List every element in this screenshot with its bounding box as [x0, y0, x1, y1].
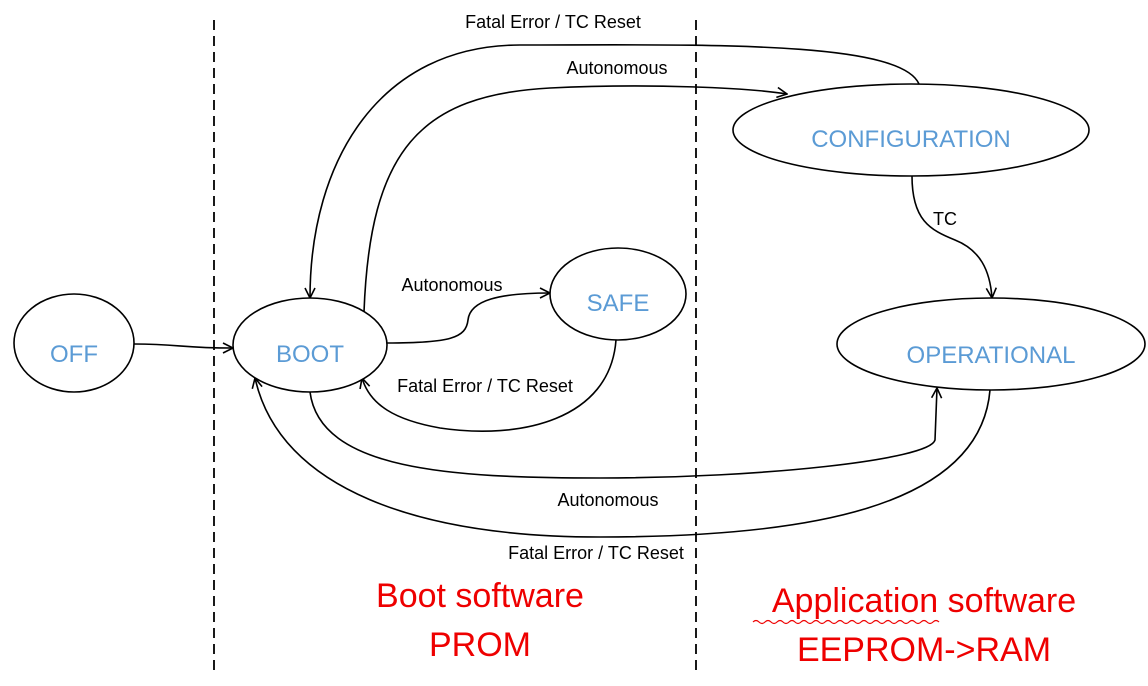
state-boot-label: BOOT [276, 341, 344, 368]
edge-operational-to-boot [255, 378, 991, 538]
state-operational: OPERATIONAL [836, 297, 1146, 391]
edge-label-operational-to-boot: Fatal Error / TC Reset [508, 543, 684, 563]
state-configuration-label: CONFIGURATION [811, 126, 1011, 153]
state-boot: BOOT [232, 297, 388, 393]
state-safe: SAFE [549, 247, 687, 341]
region-boot-subtitle: PROM [429, 626, 531, 664]
edge-label-safe-to-boot: Fatal Error / TC Reset [397, 376, 573, 396]
edge-label-boot-to-safe: Autonomous [401, 275, 502, 295]
state-off: OFF [13, 293, 135, 393]
edge-config-to-operational [911, 175, 992, 298]
region-app-title: Application software [772, 582, 1076, 620]
edge-boot-to-safe [386, 293, 550, 344]
state-configuration: CONFIGURATION [732, 83, 1090, 177]
edge-safe-to-boot [362, 339, 617, 432]
edge-label-config-to-boot: Fatal Error / TC Reset [465, 12, 641, 32]
region-app-subtitle: EEPROM->RAM [797, 631, 1051, 669]
edge-boot-to-config [363, 85, 787, 313]
edge-config-to-boot [310, 44, 920, 298]
edge-label-config-to-operational: TC [933, 209, 957, 229]
state-operational-label: OPERATIONAL [907, 342, 1076, 369]
spellcheck-underline [752, 619, 940, 625]
edge-off-to-boot [133, 344, 233, 348]
state-safe-label: SAFE [587, 290, 650, 317]
edge-boot-to-operational [309, 388, 937, 479]
edge-label-boot-to-operational: Autonomous [557, 490, 658, 510]
state-off-label: OFF [50, 341, 98, 368]
edge-label-boot-to-config: Autonomous [566, 58, 667, 78]
region-boot-title: Boot software [376, 577, 584, 615]
